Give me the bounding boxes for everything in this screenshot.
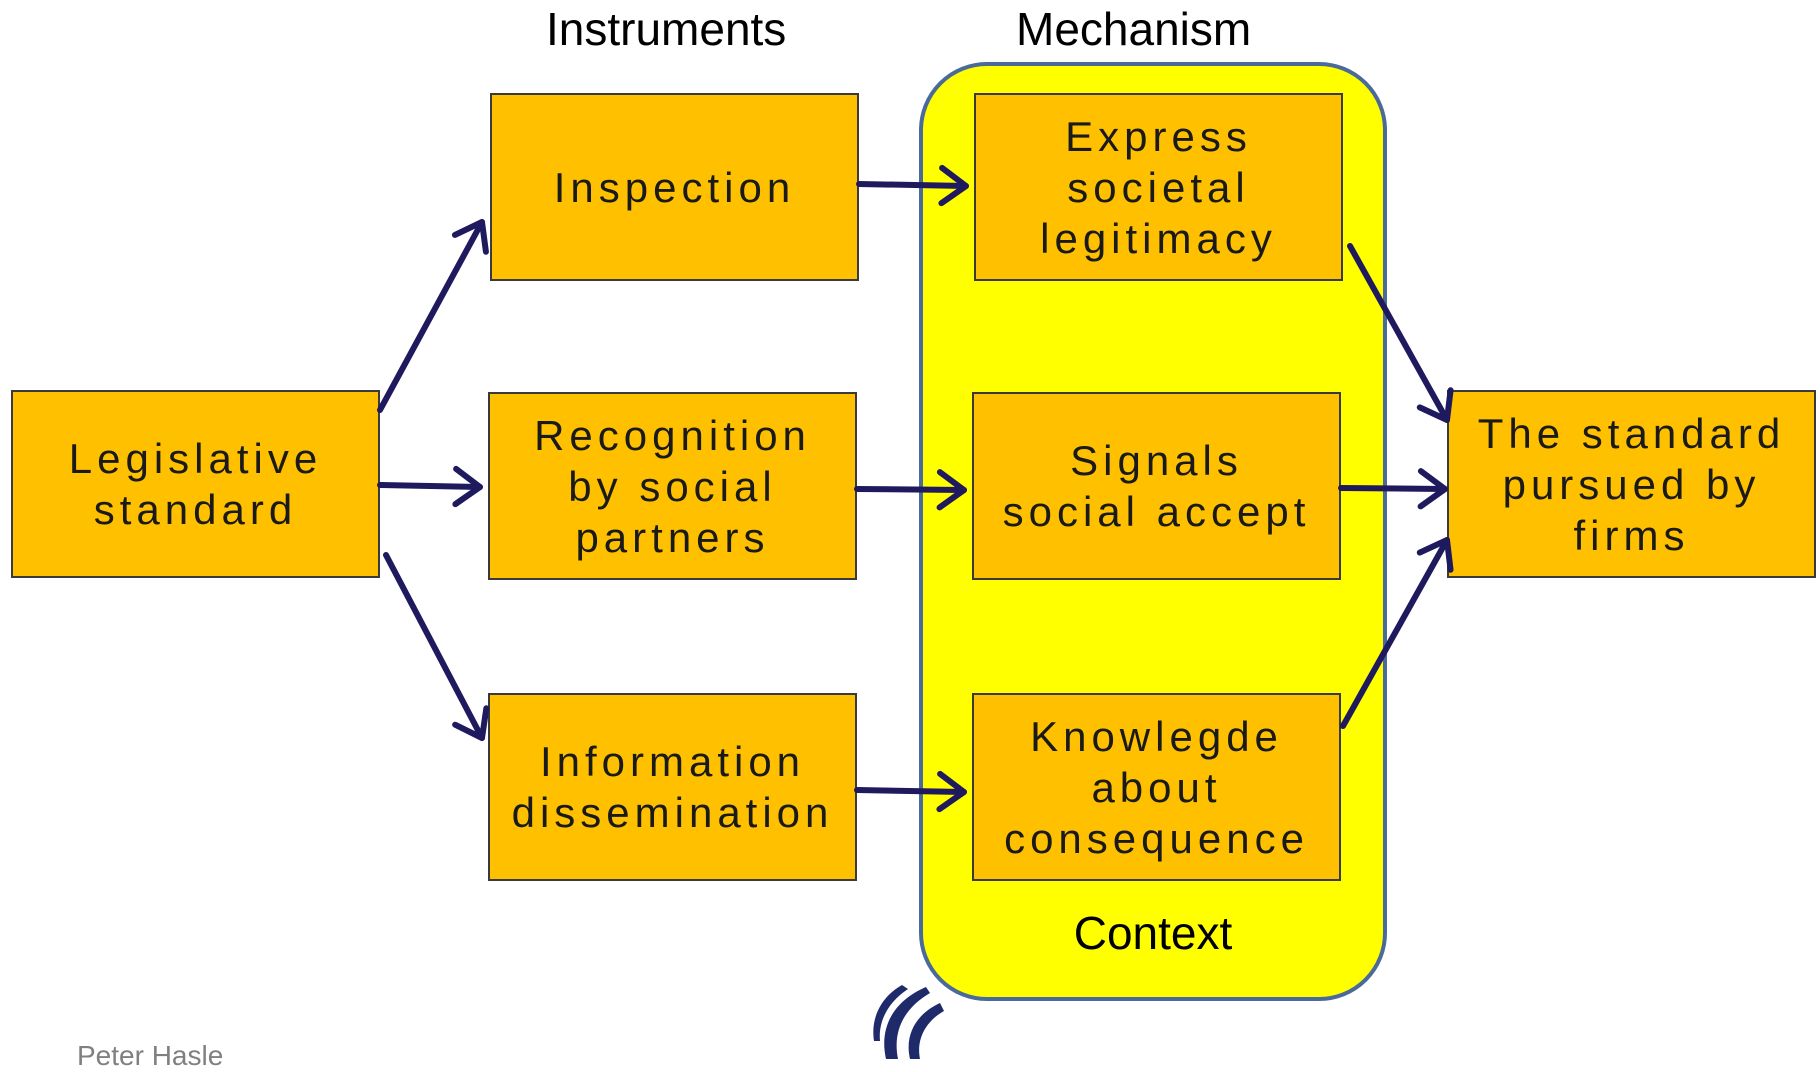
arrow-recognition-to-signals — [854, 469, 967, 511]
arrow-legislative-to-information — [383, 552, 490, 741]
arrow-knowledge-to-result — [1340, 537, 1454, 729]
node-inspection-label: Inspection — [553, 163, 796, 211]
arrow-signals-to-result — [1338, 468, 1448, 510]
mechanism-header: Mechanism — [1016, 3, 1252, 55]
node-express-societal-legitimacy: Express societal legitimacy — [974, 93, 1343, 281]
university-logo-icon — [873, 985, 944, 1059]
context-label: Context — [1073, 907, 1233, 959]
arrow-information-to-knowledge — [854, 770, 967, 813]
node-standard-pursued-by-firms: The standard pursued by firms — [1447, 390, 1816, 578]
node-information-dissemination: Information dissemination — [488, 693, 857, 881]
arrow-express-to-result — [1347, 243, 1454, 423]
node-signals-social-accept-label: Signals social accept — [1002, 437, 1311, 535]
node-express-societal-legitimacy-label: Express societal legitimacy — [1040, 112, 1277, 262]
node-legislative-standard: Legislative standard — [11, 390, 380, 578]
author-name: Peter Hasle — [77, 1040, 224, 1071]
node-recognition-label: Recognition by social partners — [534, 411, 811, 561]
node-recognition: Recognition by social partners — [488, 392, 857, 580]
node-legislative-standard-label: Legislative standard — [68, 435, 323, 533]
arrow-legislative-to-recognition — [377, 465, 483, 508]
node-knowledge-about-consequence-label: Knowlegde about consequence — [1004, 712, 1309, 862]
node-inspection: Inspection — [490, 93, 859, 281]
arrow-legislative-to-inspection — [377, 219, 489, 413]
arrow-inspection-to-express — [856, 164, 969, 207]
node-knowledge-about-consequence: Knowlegde about consequence — [972, 693, 1341, 881]
node-standard-pursued-by-firms-label: The standard pursued by firms — [1477, 409, 1786, 559]
node-information-dissemination-label: Information dissemination — [511, 738, 834, 836]
instruments-header: Instruments — [546, 3, 787, 55]
